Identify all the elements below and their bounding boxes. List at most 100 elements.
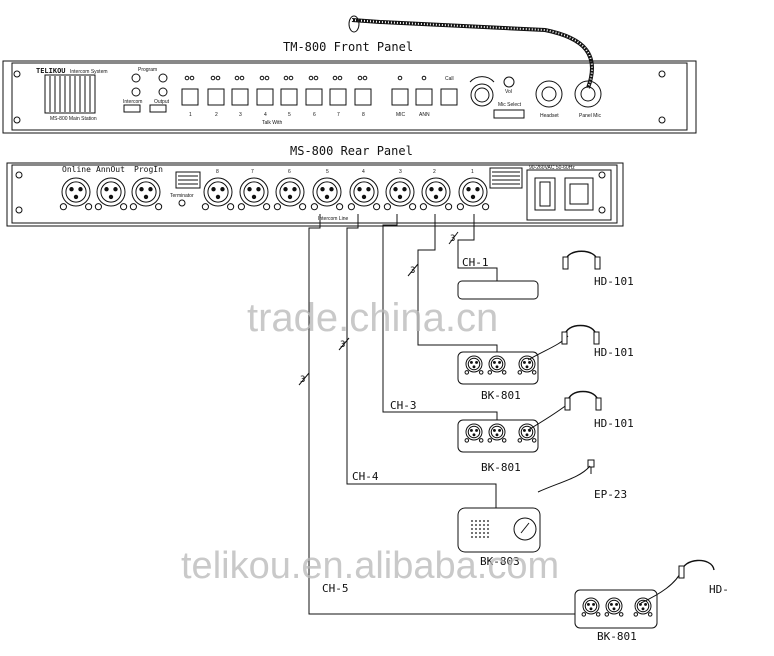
vol-knob[interactable]: [503, 76, 515, 88]
ch-3-label: CH-3: [390, 399, 417, 412]
intercom-switch[interactable]: [123, 104, 141, 113]
headset-socket: [535, 80, 563, 108]
bk-801-box-4: [574, 589, 658, 629]
bk-801-label-2: BK-801: [481, 461, 521, 474]
brand-name: TELIKOU: [36, 67, 66, 75]
bk-801-box-3: [457, 419, 539, 453]
output-switch[interactable]: [149, 104, 167, 113]
ch-num-1: 1: [471, 169, 474, 175]
intercom-line-label: Intercom Line: [318, 216, 349, 222]
ch-4-label: CH-4: [352, 470, 379, 483]
terminator-switch[interactable]: [178, 199, 186, 207]
online-xlr: [59, 177, 93, 211]
bk-803-speaker-grille: [471, 520, 489, 538]
progin-xlr: [129, 177, 163, 211]
mic-select-switch[interactable]: [493, 109, 525, 119]
ch-num-8: 8: [216, 169, 219, 175]
bk-801-box-2: [457, 351, 539, 385]
mic-button[interactable]: [391, 88, 409, 106]
intercom-line-xlr-8: [201, 177, 235, 211]
talk-num-1: 1: [189, 112, 192, 118]
front-panel-title: TM-800 Front Panel: [283, 40, 413, 54]
rear-panel: [6, 162, 624, 227]
gooseneck-mic: [348, 15, 594, 89]
call-label: Call: [445, 76, 454, 82]
led-row: [184, 75, 427, 81]
front-vent: [44, 74, 96, 114]
talk-num-4: 4: [264, 112, 267, 118]
ch-1-label: CH-1: [462, 256, 489, 269]
cable-mark-4: 3: [300, 375, 305, 385]
program-knob[interactable]: [131, 73, 141, 83]
cable-mark-2: 3: [410, 266, 415, 276]
model-line: MS-800 Main Station: [50, 116, 97, 122]
hd-101-label-1: HD-101: [594, 275, 634, 288]
ch-5-label: CH-5: [322, 582, 349, 595]
bk-803-box: [457, 507, 541, 553]
talk-num-5: 5: [288, 112, 291, 118]
rear-vent-left: [175, 171, 201, 189]
intercom-line-xlr-2: [419, 177, 453, 211]
ch-num-3: 3: [399, 169, 402, 175]
power-module: [526, 169, 612, 221]
bk-801-box-1: [457, 280, 539, 300]
hd-label-cut: HD-: [709, 583, 729, 596]
beltpack-4-xlr-3: [633, 597, 653, 617]
talk-num-7: 7: [337, 112, 340, 118]
cable-mark-1: 3: [450, 234, 455, 244]
intercom-line-xlr-1: [456, 177, 490, 211]
talk-num-6: 6: [313, 112, 316, 118]
cables: [298, 214, 683, 615]
beltpack-connectors: [464, 355, 653, 617]
rear-xlr-connectors: [59, 177, 490, 211]
iec-inlet: [564, 177, 594, 211]
ch-num-6: 6: [288, 169, 291, 175]
intercom-label: Intercom: [123, 99, 142, 105]
ch-num-2: 2: [433, 169, 436, 175]
volume-knob-a[interactable]: [131, 87, 141, 97]
volume-knob-b[interactable]: [158, 87, 168, 97]
panel-mic-socket: [574, 80, 602, 108]
talk-num-3: 3: [239, 112, 242, 118]
bk-801-label-1: BK-801: [481, 389, 521, 402]
beltpack-1-xlr-1: [464, 355, 484, 375]
mic-label: MIC: [396, 112, 406, 118]
front-panel: [2, 60, 697, 134]
brand-sub: Intercom System: [70, 69, 108, 75]
output-label: Output: [154, 99, 170, 105]
cable-mark-3: 3: [340, 340, 345, 350]
beltpack-2-xlr-3: [517, 423, 537, 443]
beltpack-1-xlr-3: [517, 355, 537, 375]
talk-num-2: 2: [215, 112, 218, 118]
beltpack-4-xlr-1: [581, 597, 601, 617]
talk-num-8: 8: [362, 112, 365, 118]
call-button[interactable]: [440, 88, 458, 106]
output-knob[interactable]: [158, 73, 168, 83]
online-label: Online: [62, 165, 91, 174]
intercom-line-xlr-6: [273, 177, 307, 211]
watermark-trade: trade.china.cn: [247, 296, 498, 340]
headset-label: Headset: [540, 113, 559, 119]
intercom-line-xlr-4: [347, 177, 381, 211]
ann-label: ANN: [419, 112, 430, 118]
rear-vent-right: [489, 167, 523, 189]
panel-mic-label: Panel Mic: [579, 113, 601, 119]
bk-803-volume-knob: [513, 517, 537, 541]
intercom-line-xlr-7: [237, 177, 271, 211]
terminator-label: Terminator: [170, 193, 194, 199]
watermark-telikou: telikou.en.alibaba.com: [181, 545, 559, 587]
hd-101-label-2: HD-101: [594, 346, 634, 359]
intercom-line-xlr-5: [310, 177, 344, 211]
annout-xlr: [94, 177, 128, 211]
ann-button[interactable]: [415, 88, 433, 106]
ep-23-label: EP-23: [594, 488, 627, 501]
headset-icons: [561, 250, 715, 579]
intercom-line-xlr-3: [383, 177, 417, 211]
talk-buttons[interactable]: [181, 88, 372, 106]
beltpack-4-xlr-2: [604, 597, 624, 617]
vol-label: Vol: [505, 89, 512, 95]
master-volume-knob[interactable]: [470, 83, 494, 107]
bk-801-label-3: BK-801: [597, 630, 637, 643]
ch-num-4: 4: [362, 169, 365, 175]
